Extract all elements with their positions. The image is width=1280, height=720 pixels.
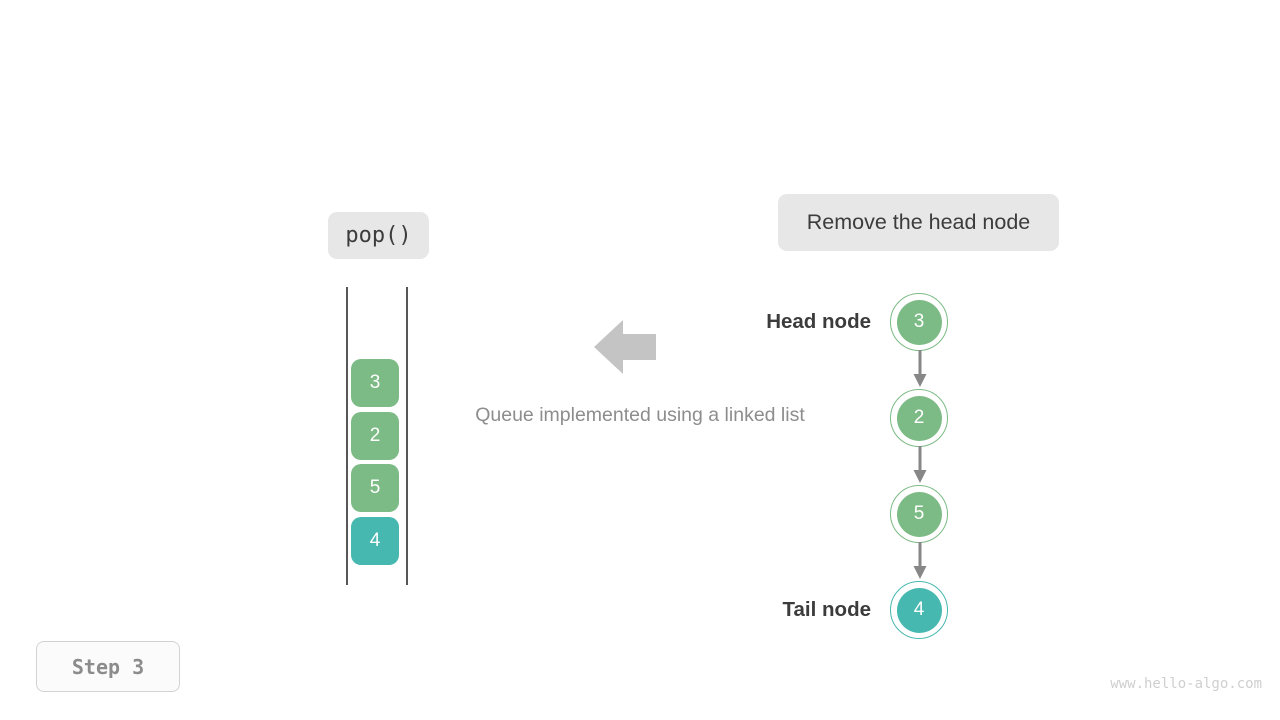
queue-cell-value: 2 bbox=[369, 425, 381, 446]
list-node-disc: 4 bbox=[896, 587, 942, 633]
head-node-label: Head node bbox=[656, 310, 871, 334]
list-link-arrow-icon bbox=[910, 350, 930, 388]
tail-node-label: Tail node bbox=[656, 598, 871, 622]
operation-chip: pop() bbox=[328, 212, 429, 259]
queue-cell: 5 bbox=[351, 464, 399, 512]
head-node-label-text: Head node bbox=[766, 310, 871, 333]
action-chip: Remove the head node bbox=[778, 194, 1059, 251]
list-node-value: 4 bbox=[913, 599, 925, 620]
step-badge-label: Step 3 bbox=[71, 654, 145, 679]
step-badge: Step 3 bbox=[36, 641, 180, 692]
queue-cell: 3 bbox=[351, 359, 399, 407]
queue-cell-value: 5 bbox=[369, 477, 381, 498]
list-node: 5 bbox=[890, 485, 948, 543]
list-node: 3 bbox=[890, 293, 948, 351]
queue-container bbox=[346, 287, 408, 585]
queue-cell: 4 bbox=[351, 517, 399, 565]
list-link-arrow-icon bbox=[910, 446, 930, 484]
watermark: www.hello-algo.com bbox=[1110, 676, 1262, 692]
list-link-arrow-icon bbox=[910, 542, 930, 580]
list-node-disc: 3 bbox=[896, 299, 942, 345]
action-chip-label: Remove the head node bbox=[806, 210, 1031, 234]
queue-cell: 2 bbox=[351, 412, 399, 460]
diagram-caption-text: Queue implemented using a linked list bbox=[475, 404, 805, 426]
diagram-caption: Queue implemented using a linked list bbox=[437, 404, 843, 427]
tail-node-label-text: Tail node bbox=[782, 598, 871, 621]
list-node-value: 2 bbox=[913, 407, 925, 428]
list-node-disc: 2 bbox=[896, 395, 942, 441]
list-node: 4 bbox=[890, 581, 948, 639]
list-node: 2 bbox=[890, 389, 948, 447]
list-node-value: 5 bbox=[913, 503, 925, 524]
queue-cell-value: 4 bbox=[369, 530, 381, 551]
linked-list: 3 2 5 bbox=[888, 290, 952, 644]
flow-arrow-left-icon bbox=[594, 320, 656, 374]
queue-rail-right bbox=[406, 287, 408, 585]
operation-chip-label: pop() bbox=[345, 223, 412, 248]
list-node-value: 3 bbox=[913, 311, 925, 332]
list-node-disc: 5 bbox=[896, 491, 942, 537]
queue-cell-value: 3 bbox=[369, 372, 381, 393]
watermark-text: www.hello-algo.com bbox=[1110, 676, 1262, 692]
queue-rail-left bbox=[346, 287, 348, 585]
